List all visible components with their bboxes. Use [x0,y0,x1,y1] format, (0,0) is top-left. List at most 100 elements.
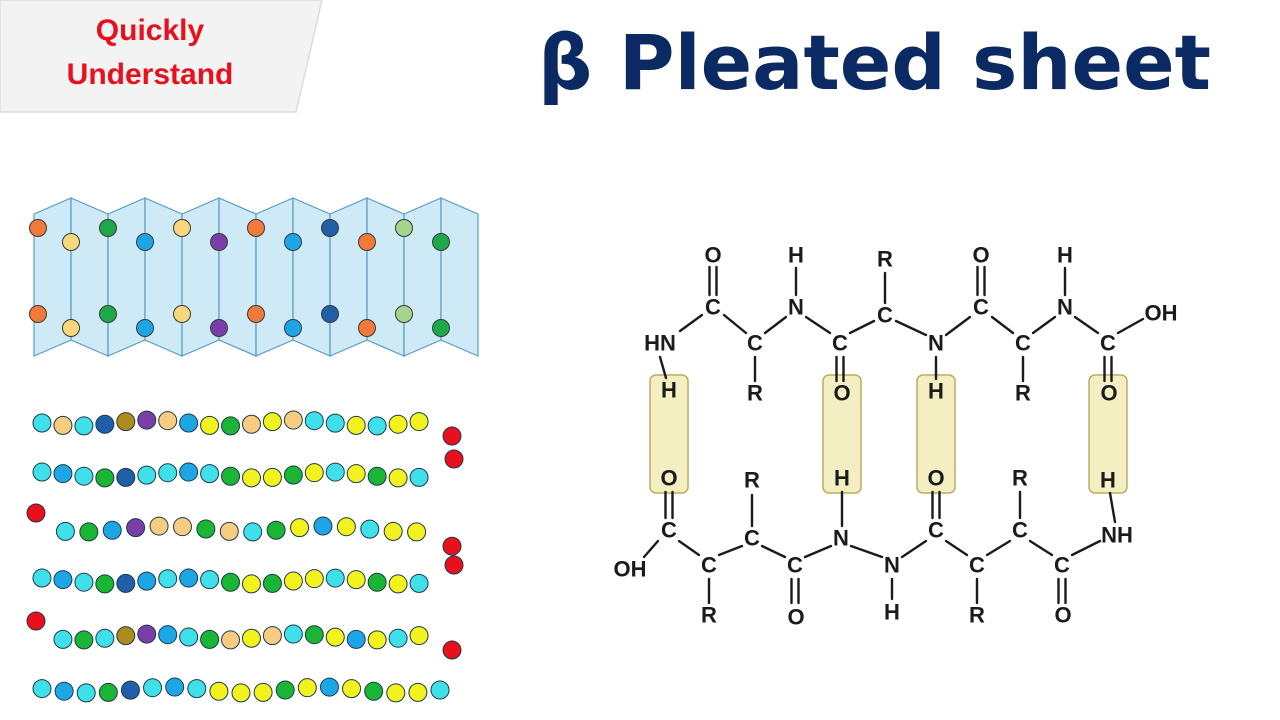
bond-line [849,544,884,559]
brand-line-2: Understand [66,58,234,91]
chain-residue [158,411,178,431]
chain-residue [241,414,261,434]
atom-hydrogen-bonded: H [1100,468,1116,493]
chain-residue [231,683,251,703]
chain-residue [32,462,52,482]
chain-residue [74,572,94,592]
bond-line [990,315,1015,335]
chain-residue [179,462,199,482]
amino-acid-chain-illustration [26,410,464,703]
chain-residue [172,517,192,537]
sheet-residue [173,219,191,237]
chain-residue [74,416,94,436]
chain-residue [137,410,157,430]
chain-residue [262,412,282,432]
chain-residue [158,569,178,589]
chain-residue [367,572,387,592]
sheet-residue [136,233,154,251]
bond-line [760,544,787,559]
chain-residue [32,413,52,433]
chain-residue [26,611,46,631]
sheet-residue [247,305,265,323]
atom-labels: HN C O C R N H C O C R N H C O C R N H C… [614,243,1178,630]
bond-line [658,355,668,380]
atom-hn-top: HN [644,331,676,356]
atom-r-group: R [969,603,985,628]
page-title: β Pleated sheet [538,18,1211,107]
chain-residue [241,628,261,648]
chain-residue [313,516,333,536]
chain-residue [304,463,324,483]
atom-hydrogen: H [1057,243,1073,268]
sheet-residue [321,305,339,323]
atom-oxygen-bonded: O [660,466,677,491]
atom-hydrogen: H [884,600,900,625]
bond-line [1116,317,1145,335]
chain-residue [126,518,146,538]
chain-residue [137,624,157,644]
sheet-residue [395,305,413,323]
sheet-residue [395,219,413,237]
chain-residue [367,466,387,486]
atom-carbon: C [701,553,717,578]
sheet-residue [136,319,154,337]
bond-line [848,319,876,335]
sheet-residue [99,305,117,323]
chain-residue [200,629,220,649]
chain-residue [388,414,408,434]
chain-residue [53,415,73,435]
chain-residue [116,412,136,432]
chain-residue [53,570,73,590]
chain-residue [243,522,263,542]
atom-hydrogen: H [788,243,804,268]
hydrogen-bond-box [1088,374,1128,494]
chain-residue [346,629,366,649]
chain-residue [325,462,345,482]
atom-oxygen-bonded: O [927,466,944,491]
chain-residue [221,416,241,436]
chain-residue [137,571,157,591]
chain-residue [388,468,408,488]
atom-carbon: C [747,331,763,356]
chain-residue [360,519,380,539]
bond-line [722,313,748,335]
atom-r-group: R [701,603,717,628]
chain-residue [283,571,303,591]
chain-residue [409,573,429,593]
chain-residue [336,517,356,537]
atom-hydrogen: H [928,379,944,404]
atom-nitrogen: N [788,295,804,320]
sheet-residue [210,319,228,337]
chain-residue [179,627,199,647]
chain-residue [137,465,157,485]
atom-nitrogen: N [1057,295,1073,320]
chain-residue [219,521,239,541]
chain-residue [165,677,185,697]
chain-residue [54,681,74,701]
chain-residue [266,520,286,540]
chain-residue [325,568,345,588]
sheet-residue [284,233,302,251]
chain-residue [283,410,303,430]
bond-line [1073,315,1100,335]
atom-oxygen: O [833,381,850,406]
chain-residue [116,626,136,646]
atom-oxygen: O [787,605,804,630]
chain-residue [55,521,75,541]
atom-carbon: C [787,553,803,578]
chain-residue [262,467,282,487]
chain-residue [95,468,115,488]
sheet-residue [358,319,376,337]
atom-carbon: C [1012,518,1028,543]
hydrogen-bond-box [649,374,689,494]
chain-residue [179,413,199,433]
sheet-residue [210,233,228,251]
chain-residue [149,516,169,536]
chain-residue [262,573,282,593]
chain-residue [304,625,324,645]
brand-banner-shape [0,0,323,113]
chain-residue [408,682,428,702]
atom-carbon: C [832,331,848,356]
bond-line [900,539,928,559]
chain-residue [409,412,429,432]
